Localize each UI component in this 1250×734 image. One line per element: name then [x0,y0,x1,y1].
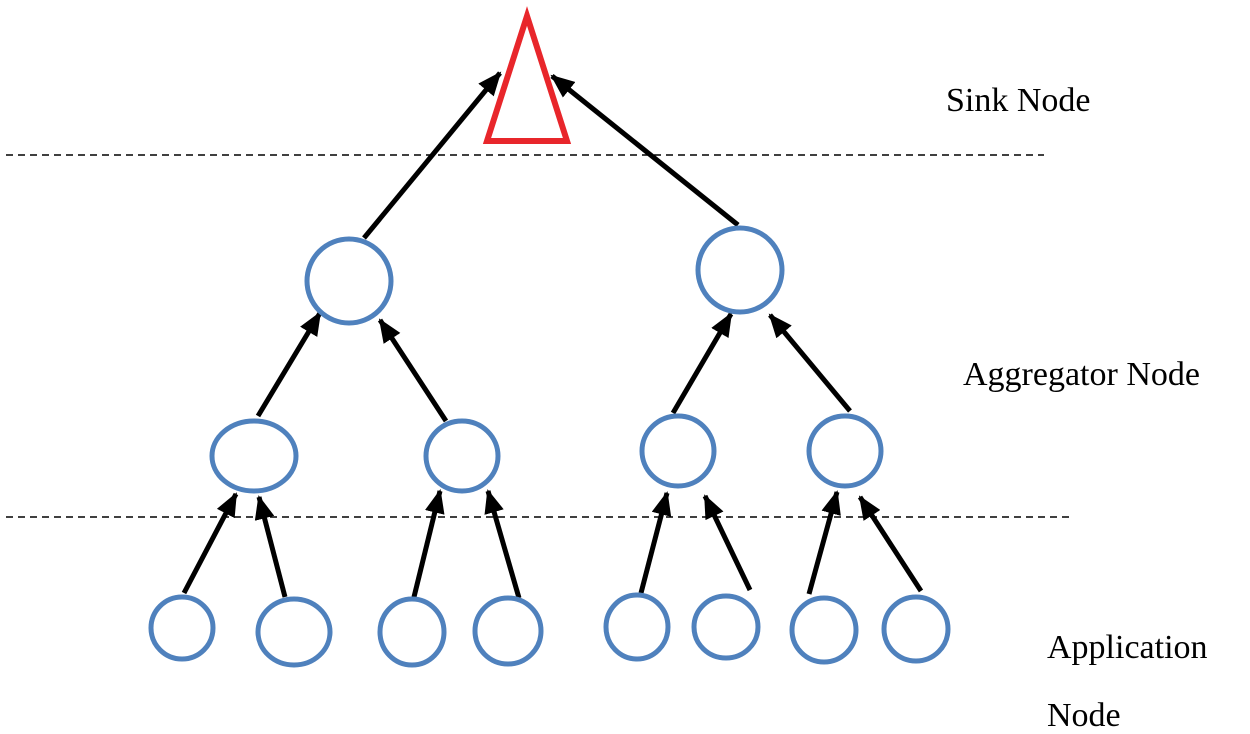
application-node-label-line2: Node [1047,697,1121,734]
tree-nodes [148,6,951,668]
aggregator-node-agg-a1 [209,418,299,494]
application-node-app-7 [789,595,859,665]
aggregator-node-agg-b2 [806,413,884,489]
aggregator-node-label: Aggregator Node [963,356,1200,393]
arrow-app-4-to-agg-a2 [484,489,522,599]
arrow-app-1-to-agg-a1 [181,492,239,595]
data-flow-arrows [181,71,924,599]
application-node-app-4 [472,595,544,667]
aggregator-node-agg-b [695,225,785,315]
application-node-app-3 [377,596,447,668]
application-node-app-2 [255,596,333,668]
arrow-agg-b-to-sink [550,74,740,227]
arrow-agg-a-to-sink [362,71,502,240]
application-node-label-line1: Application [1047,629,1208,666]
application-node-app-1 [148,594,216,662]
arrow-app-3-to-agg-a2 [411,489,445,598]
arrow-agg-a1-to-agg-a [255,311,323,418]
arrow-agg-b1-to-agg-b [670,312,734,415]
arrow-app-7-to-agg-b2 [806,490,841,595]
aggregator-node-agg-a2 [423,418,501,494]
aggregator-node-agg-b1 [639,413,717,489]
arrow-app-8-to-agg-b2 [857,495,924,593]
arrow-app-5-to-agg-b1 [638,491,672,594]
arrow-agg-b2-to-agg-b [768,313,852,413]
application-node-app-6 [691,593,761,661]
arrow-app-2-to-agg-a1 [254,495,288,598]
application-node-app-8 [881,594,951,664]
arrow-agg-a2-to-agg-a [377,318,449,423]
layer-dividers [6,154,1073,518]
application-node-app-5 [603,592,671,662]
sink-node-triangle [482,6,572,144]
aggregator-node-agg-a [304,236,394,326]
sink-node-label: Sink Node [946,82,1091,119]
arrow-app-6-to-agg-b1 [702,494,753,592]
